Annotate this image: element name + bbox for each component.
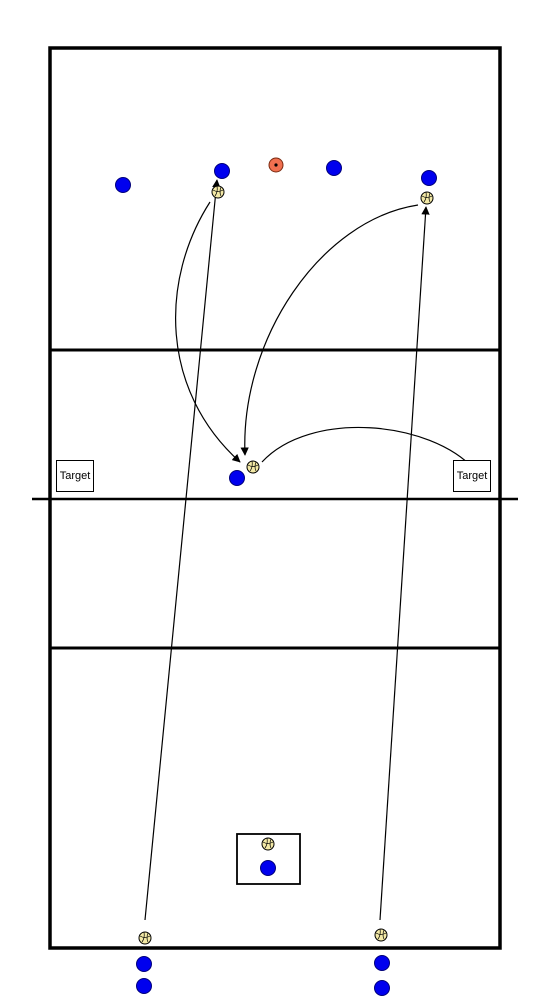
set-arrow [261, 426, 476, 471]
player-top-2 [214, 163, 230, 179]
pass-arrow-right [240, 204, 419, 456]
player-setter [229, 470, 245, 486]
player-top-5 [421, 170, 437, 186]
ball-icon [420, 191, 434, 205]
player-top-1 [115, 177, 131, 193]
ball-icon [374, 928, 388, 942]
player-queue-left-2 [136, 978, 152, 994]
ball-icon [138, 931, 152, 945]
player-queue-left-1 [136, 956, 152, 972]
target-right: Target [453, 460, 491, 492]
target-left-label: Target [59, 470, 91, 482]
coach-marker [268, 157, 284, 173]
ball-icon [211, 185, 225, 199]
serve-arrow-left [144, 179, 221, 921]
player-queue-right-2 [374, 980, 390, 996]
target-right-label: Target [456, 470, 488, 482]
player-feeder [260, 860, 276, 876]
pass-arrow-left [174, 201, 241, 463]
target-left: Target [56, 460, 94, 492]
ball-icon [246, 460, 260, 474]
feeder-box [236, 833, 301, 885]
player-top-4 [326, 160, 342, 176]
player-queue-right-1 [374, 955, 390, 971]
arrows [144, 179, 476, 921]
players [115, 160, 437, 996]
ball-icon [261, 837, 275, 851]
balls [138, 185, 434, 945]
serve-arrow-right [379, 206, 430, 921]
